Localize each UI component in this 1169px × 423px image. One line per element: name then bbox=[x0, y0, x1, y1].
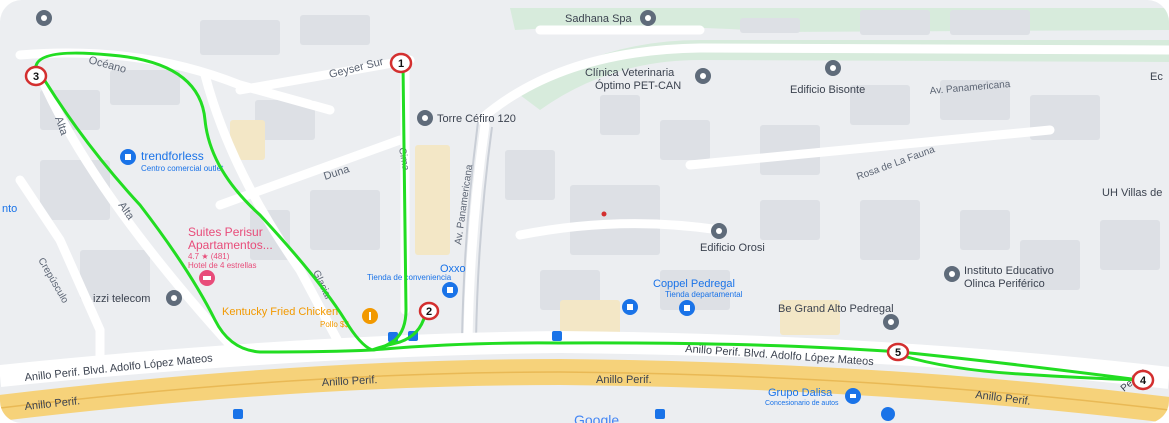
green-strip bbox=[520, 40, 1169, 110]
pin-icon bbox=[36, 10, 52, 26]
pin-icon bbox=[640, 10, 656, 26]
label-sadhana-spa: Sadhana Spa bbox=[565, 13, 633, 25]
restaurant-pin-icon bbox=[362, 308, 378, 324]
shop-pin-icon bbox=[442, 282, 458, 298]
label-clinica-1: Clínica Veterinaria bbox=[585, 67, 675, 79]
highlight-blocks bbox=[230, 120, 840, 335]
route-marker-5-label: 5 bbox=[895, 347, 901, 359]
label-oxxo-sub: Tienda de conveniencia bbox=[367, 273, 452, 282]
pin-icon bbox=[166, 290, 182, 306]
route-marker-3-label: 3 bbox=[33, 71, 39, 83]
street-label-perif-2: Anillo Perif. bbox=[322, 374, 378, 389]
label-ec-partial: Ec bbox=[1150, 71, 1163, 83]
label-left-partial: nto bbox=[2, 203, 17, 215]
label-edificio-bisonte: Edificio Bisonte bbox=[790, 84, 865, 96]
label-grupo-dalisa: Grupo Dalisa bbox=[768, 387, 833, 399]
bus-stop-icon bbox=[233, 409, 243, 419]
pin-icon bbox=[711, 223, 727, 239]
google-logo: Google bbox=[574, 412, 619, 423]
route-marker-4-label: 4 bbox=[1140, 375, 1147, 387]
bus-stop-icon bbox=[552, 331, 562, 341]
route-marker-2-label: 2 bbox=[426, 306, 432, 318]
label-clinica-2: Óptimo PET-CAN bbox=[595, 79, 681, 92]
label-trendforless: trendforless bbox=[141, 149, 204, 163]
pin-icon bbox=[417, 110, 433, 126]
label-oxxo: Oxxo bbox=[440, 263, 466, 275]
route-marker-1-label: 1 bbox=[398, 58, 404, 70]
shop-pin-icon bbox=[881, 407, 895, 421]
label-pollo: Pollo $$ bbox=[320, 320, 349, 329]
bus-stop-icon bbox=[655, 409, 665, 419]
label-be-grand: Be Grand Alto Pedregal bbox=[778, 303, 894, 315]
label-instituto-2: Olinca Periférico bbox=[964, 278, 1045, 290]
route-path bbox=[34, 51, 1142, 382]
street-label-perif-1: Anillo Perif. bbox=[24, 395, 81, 413]
streets bbox=[15, 25, 1169, 365]
shop-pin-icon bbox=[120, 149, 136, 165]
hotel-pin-icon bbox=[199, 270, 215, 286]
label-torre-cefiro: Torre Céfiro 120 bbox=[437, 113, 516, 125]
shop-pin-icon bbox=[679, 300, 695, 316]
label-izzi: izzi telecom bbox=[93, 293, 150, 305]
pin-icon bbox=[883, 314, 899, 330]
car-dealer-pin-icon bbox=[845, 388, 861, 404]
route-marker-2: 2 bbox=[418, 301, 440, 321]
label-suites-rating: 4.7 ★ (481) bbox=[188, 252, 230, 261]
label-coppel-sub: Tienda departamental bbox=[665, 290, 743, 299]
pin-icon bbox=[695, 68, 711, 84]
label-coppel: Coppel Pedregal bbox=[653, 278, 735, 290]
route-marker-3: 3 bbox=[24, 65, 48, 87]
route-marker-4: 4 bbox=[1131, 369, 1155, 391]
label-grupo-dalisa-sub: Concesionario de autos bbox=[765, 400, 839, 407]
label-edificio-orosi: Edificio Orosi bbox=[700, 242, 765, 254]
label-uh-villas: UH Villas de bbox=[1102, 187, 1162, 199]
label-trendforless-sub: Centro comercial outlet bbox=[141, 164, 224, 173]
shop-pin-icon bbox=[622, 299, 638, 315]
pin-icon bbox=[825, 60, 841, 76]
route-marker-5: 5 bbox=[886, 342, 910, 362]
label-instituto-1: Instituto Educativo bbox=[964, 265, 1054, 277]
pin-icon bbox=[944, 266, 960, 282]
label-suites-1: Suites Perisur bbox=[188, 225, 263, 239]
label-kfc: Kentucky Fried Chicken bbox=[222, 306, 338, 318]
route-marker-1: 1 bbox=[389, 52, 413, 74]
label-suites-2: Apartamentos... bbox=[188, 238, 273, 252]
building-blocks bbox=[40, 10, 1160, 310]
road-edges bbox=[461, 121, 493, 341]
street-label-perif-3: Anillo Perif. bbox=[596, 374, 652, 386]
label-suites-sub: Hotel de 4 estrellas bbox=[188, 261, 256, 270]
highway-centerline bbox=[0, 371, 1169, 411]
location-dot bbox=[601, 211, 607, 217]
